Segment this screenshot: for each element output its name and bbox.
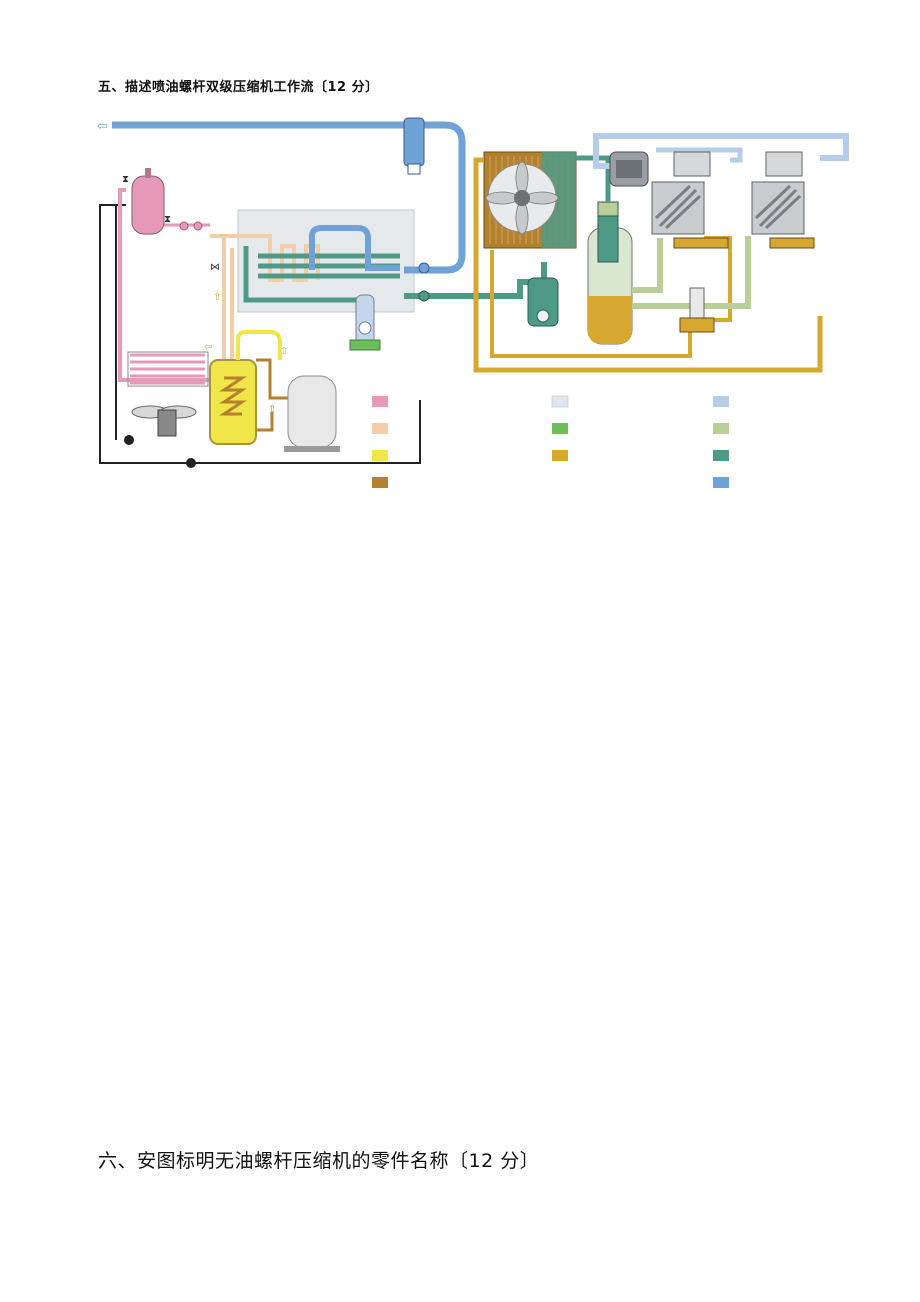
valve-icon: ⧗: [164, 214, 171, 225]
unloader-valve: [769, 237, 815, 249]
intake-air-line-2: [656, 147, 743, 163]
oil-circuit-line: [473, 157, 823, 373]
outlet-air-path: ⇦: [97, 117, 466, 274]
pale-gray-blue-swatch-icon: [551, 395, 569, 408]
arrow-up-icon: ⇧: [268, 404, 276, 415]
brown-suction-line: [256, 358, 290, 432]
oil-filter: [679, 317, 715, 333]
condensate-trap: [527, 277, 559, 327]
oil-separator-vessel: [587, 201, 633, 345]
peach-swatch-icon: [372, 423, 388, 434]
fan-motor-icon: [157, 409, 177, 437]
check-valve-icon: [418, 290, 430, 302]
check-valve-icon: [418, 262, 430, 274]
refrigerant-compressor: [287, 375, 337, 449]
first-stage-compressor: [651, 151, 729, 249]
condenser-coil: [130, 353, 205, 385]
refrigerant-return-line: [99, 204, 421, 464]
stage-air-line: [632, 238, 663, 293]
pink-refrigerant-line: [118, 188, 210, 382]
yellow-swatch-icon: [372, 450, 388, 461]
question-6-title: 六、安图标明无油螺杆压缩机的零件名称〔12 分〕: [98, 1150, 540, 1172]
arrow-up-icon: ⇧: [213, 292, 221, 303]
oil-and-air-cooler: [483, 151, 577, 249]
outlet-filter: [403, 117, 425, 167]
stage-air-line-2: [632, 236, 751, 309]
blue-swatch-icon: [713, 477, 729, 488]
oil-circuit-line-2: [490, 250, 692, 358]
mustard-swatch-icon: [552, 450, 568, 461]
second-stage-compressor: [751, 151, 815, 249]
arrow-left-icon: ⇦: [204, 342, 212, 353]
thermostatic-valve: [689, 287, 705, 321]
valve-icon: ⧗: [122, 174, 129, 185]
separator-float-icon: [358, 321, 372, 335]
outlet-arrow-icon: ⇦: [97, 119, 108, 134]
teal-aftercooler-line: [404, 262, 547, 299]
water-separator: [355, 294, 375, 346]
min-pressure-valve: [597, 201, 619, 217]
sight-glass-icon: [193, 221, 203, 231]
dryer-section: ⧗ ⧗ ⋈ ⇧: [99, 168, 421, 468]
compressor-base: [284, 446, 340, 452]
question-5-title: 五、描述喷油螺杆双级压缩机工作流〔12 分〕: [98, 80, 379, 95]
sage-swatch-icon: [713, 423, 729, 434]
green-swatch-icon: [552, 423, 568, 434]
valve-icon: ⋈: [210, 262, 220, 273]
intake-air-line: [593, 133, 849, 169]
pink-swatch-icon: [372, 396, 388, 407]
unloader-valve: [673, 237, 729, 249]
teal-swatch-icon: [713, 450, 729, 461]
legend: [372, 395, 729, 488]
evaporator-coil: [219, 376, 247, 416]
twin-stage-compressor-flow-diagram: ⧗ ⧗ ⋈ ⇧: [97, 117, 849, 488]
pressure-gauge-icon: [186, 458, 196, 468]
light-blue-swatch-icon: [713, 396, 729, 407]
condenser-frame: [127, 351, 209, 387]
separator-outlet-line: [576, 155, 611, 202]
arrow-up-icon: ⇧: [280, 346, 288, 357]
drain-valve: [349, 339, 381, 351]
blue-dried-air-coil: [309, 225, 400, 271]
teal-air-lines: [243, 246, 400, 303]
receiver-cap: [145, 168, 151, 178]
brown-swatch-icon: [372, 477, 388, 488]
liquid-receiver-tank: [131, 175, 165, 235]
filter-drier-icon: [179, 221, 189, 231]
pressure-gauge-icon: [124, 435, 134, 445]
yellow-line: [236, 330, 282, 360]
